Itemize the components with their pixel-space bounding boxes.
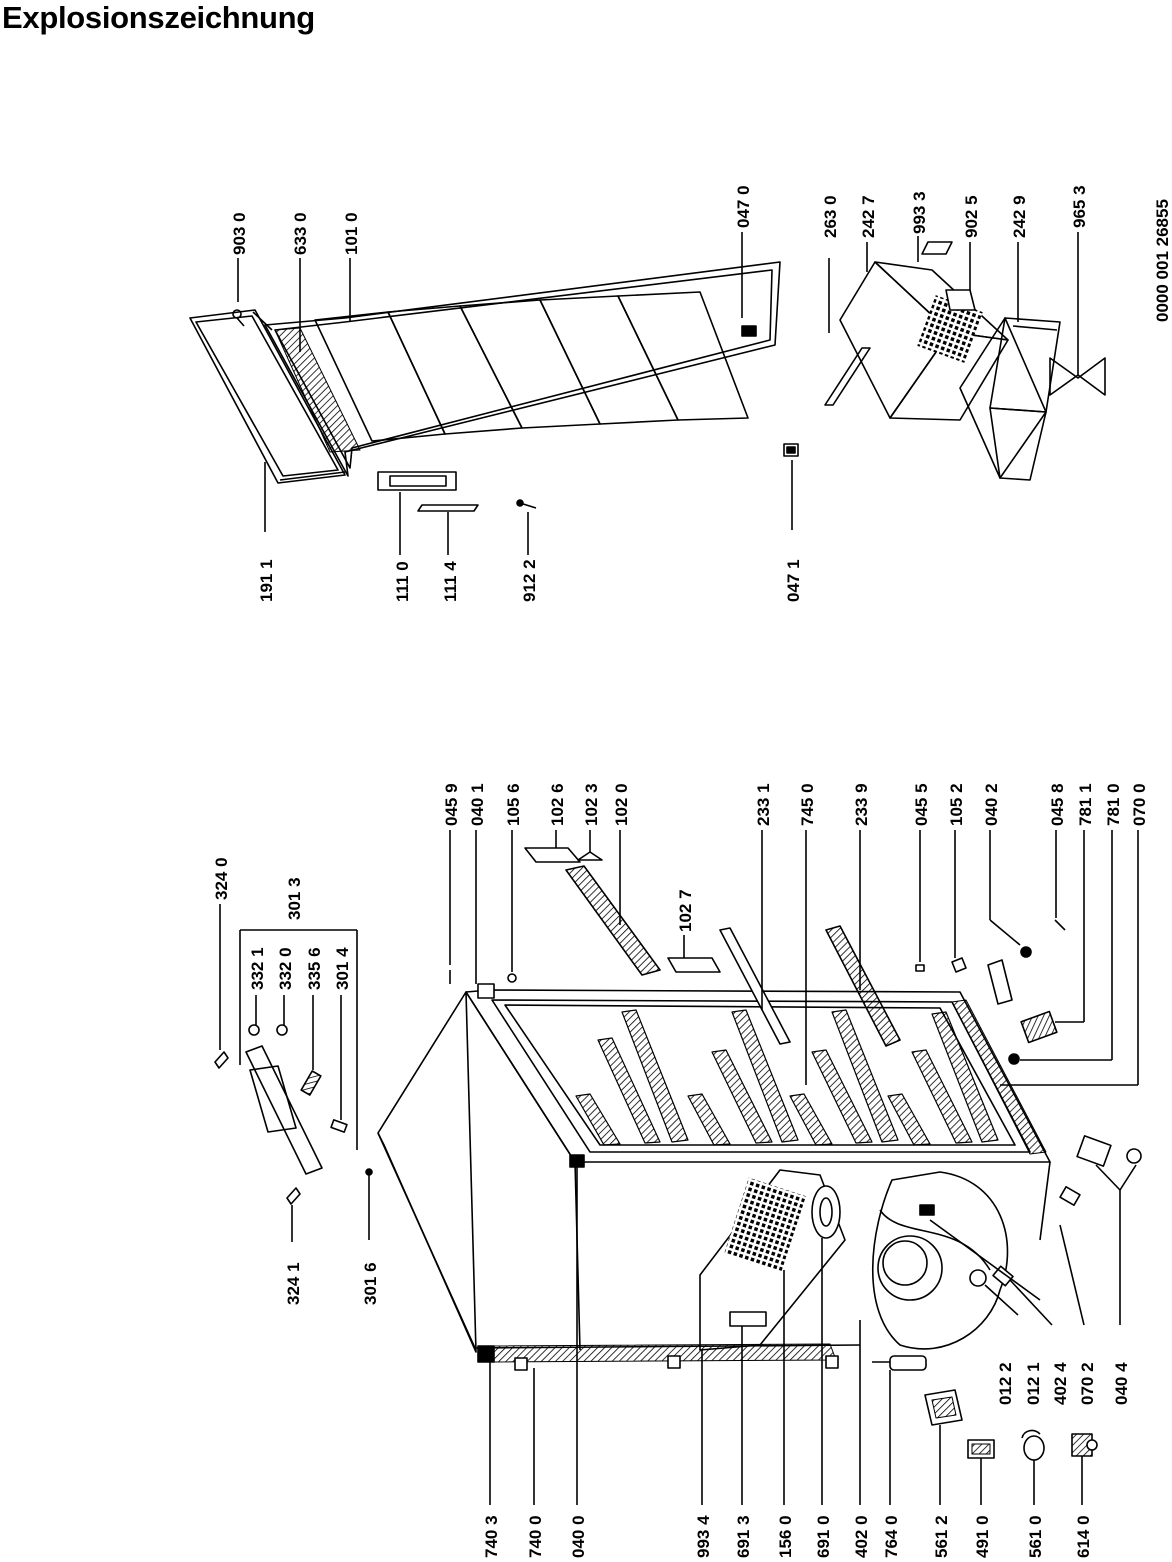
bottom-callouts: 740 3 740 0 040 0 993 4 691 3 156 0 691 … [482, 1515, 1093, 1558]
callout: 332 0 [276, 947, 295, 990]
callout: 912 2 [520, 559, 539, 602]
callout: 301 4 [333, 947, 352, 990]
callout: 233 9 [852, 783, 871, 826]
callout: 047 1 [784, 559, 803, 602]
callout: 965 3 [1070, 185, 1089, 228]
callout: 070 2 [1078, 1362, 1097, 1405]
right-callouts: 045 9 040 1 105 6 102 6 102 3 102 0 102 … [442, 783, 1149, 932]
callout: 691 3 [734, 1515, 753, 1558]
callout: 902 5 [962, 195, 981, 238]
callout: 781 0 [1104, 783, 1123, 826]
callout: 045 8 [1048, 783, 1067, 826]
callout: 561 0 [1026, 1515, 1045, 1558]
callout: 993 4 [694, 1515, 713, 1558]
callout: 332 1 [248, 947, 267, 990]
callout: 191 1 [257, 559, 276, 602]
door-assembly [189, 232, 799, 555]
callout: 301 6 [361, 1262, 380, 1305]
bottom-parts [489, 1167, 1098, 1505]
document-number: 0000 001 26855 [1153, 199, 1172, 322]
callout: 102 3 [582, 783, 601, 826]
callout: 040 2 [982, 783, 1001, 826]
callout: 012 2 [996, 1362, 1015, 1405]
callout: 263 0 [821, 195, 840, 238]
callout: 040 4 [1112, 1362, 1131, 1405]
callout: 691 0 [814, 1515, 833, 1558]
compressor-callouts: 012 2 012 1 402 4 070 2 040 4 [996, 1362, 1131, 1405]
callout: 045 5 [912, 783, 931, 826]
callout: 111 4 [441, 561, 460, 602]
top-callouts: 324 0 332 1 332 0 335 6 301 4 301 3 [212, 857, 352, 990]
callout: 105 2 [947, 783, 966, 826]
callout: 402 4 [1051, 1362, 1070, 1405]
right-side-parts [449, 830, 1139, 1086]
callout: 740 3 [482, 1515, 501, 1558]
callout: 102 6 [548, 783, 567, 826]
callout: 740 0 [526, 1515, 545, 1558]
callout: 012 1 [1024, 1362, 1043, 1405]
callout: 781 1 [1076, 783, 1095, 826]
basket-callouts: 263 0 242 7 993 3 902 5 242 9 965 3 0000… [821, 185, 1172, 322]
callout: 101 0 [342, 212, 361, 255]
callout: 070 0 [1130, 783, 1149, 826]
callout: 633 0 [291, 212, 310, 255]
callout: 335 6 [305, 947, 324, 990]
left-callouts: 324 1 301 6 [284, 1262, 380, 1305]
callout: 156 0 [776, 1515, 795, 1558]
callout: 764 0 [882, 1515, 901, 1558]
callout: 242 9 [1010, 195, 1029, 238]
callout: 040 1 [468, 783, 487, 826]
callout: 047 0 [734, 185, 753, 228]
callout: 301 3 [285, 877, 304, 920]
callout: 102 7 [676, 889, 695, 932]
callout: 561 2 [932, 1515, 951, 1558]
control-panel-parts [214, 904, 373, 1242]
callout: 614 0 [1074, 1515, 1093, 1558]
callout: 233 1 [754, 783, 773, 826]
cabinet-body [377, 830, 1142, 1371]
callout: 324 0 [212, 857, 231, 900]
callout: 993 3 [910, 191, 929, 234]
callout: 402 0 [852, 1515, 871, 1558]
callout: 045 9 [442, 783, 461, 826]
callout: 324 1 [284, 1262, 303, 1305]
callout: 903 0 [230, 212, 249, 255]
callout: 242 7 [859, 195, 878, 238]
callout: 111 0 [393, 561, 412, 602]
callout: 491 0 [973, 1515, 992, 1558]
callout: 102 0 [612, 783, 631, 826]
callout: 745 0 [798, 783, 817, 826]
callout: 105 6 [504, 783, 523, 826]
basket-group [824, 232, 1106, 481]
page-title: Explosionszeichnung [2, 0, 315, 35]
callout: 040 0 [569, 1515, 588, 1558]
door-callouts: 903 0 633 0 101 0 047 0 191 1 111 0 111 … [230, 185, 803, 602]
